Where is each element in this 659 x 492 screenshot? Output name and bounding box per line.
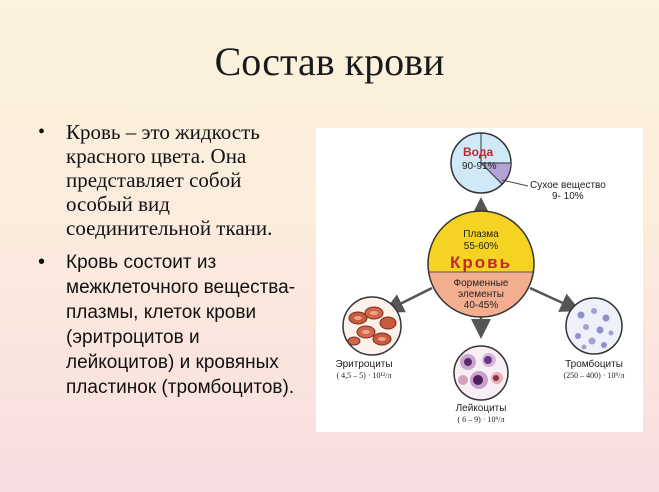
dry-matter-value: 9- 10% [552,191,584,202]
blood-label: Кровь [450,253,512,272]
arrow-to-thrombocytes [529,286,581,312]
dry-matter-label: Сухое вещество [530,180,606,191]
erythrocytes-label: Эритроциты [335,359,392,370]
thrombocytes-count: (250 – 400) · 10⁹/л [564,371,625,380]
thrombocytes-label: Тромбоциты [565,358,623,370]
bullet-item: • Кровь состоит из межклеточного веществ… [36,250,306,400]
formed-label-line1: Форменные [454,278,509,289]
thrombocytes-image [565,297,623,355]
plasma-value: 55-60% [464,241,499,252]
formed-value: 40-45% [464,300,499,311]
bullet-dot-icon: • [38,121,46,143]
leukocytes-image [453,345,509,401]
water-value: 90-91% [462,161,497,172]
leukocytes-count: ( 6 – 9) · 10⁹/л [458,415,505,424]
water-pie [450,132,512,194]
leukocytes-label: Лейкоциты [456,403,507,414]
bullet-text: Кровь состоит из межклеточного вещества-… [66,252,296,398]
dry-matter-leader [501,179,529,187]
formed-label-line2: элементы [458,289,504,300]
arrow-to-erythrocytes [383,286,433,313]
bullet-dot-icon: • [38,251,46,273]
erythrocytes-count: ( 4,5 – 5) · 10¹²/л [336,371,391,380]
bullet-item: • Кровь – это жидкость красного цвета. О… [36,120,306,240]
water-label: Вода [463,145,493,159]
slide-title: Состав крови [214,39,445,84]
erythrocytes-image [342,296,402,356]
bullet-text: Кровь – это жидкость красного цвета. Она… [66,120,273,240]
bullet-list: • Кровь – это жидкость красного цвета. О… [36,120,306,400]
plasma-label: Плазма [463,229,499,240]
blood-composition-diagram: Вода 90-91% Сухое вещество 9- 10% Плазма… [316,128,643,432]
